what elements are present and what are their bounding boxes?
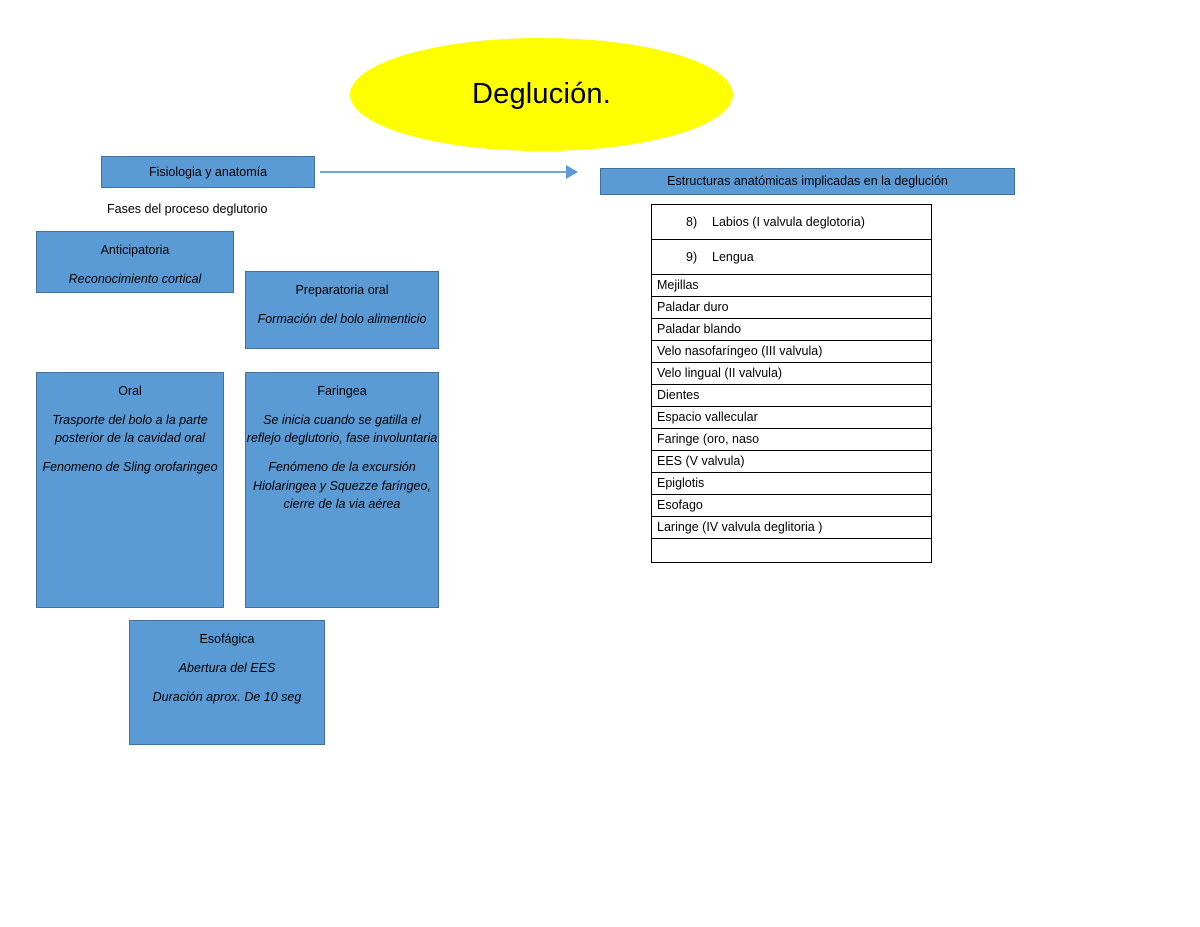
table-cell-text: Paladar blando: [651, 318, 932, 341]
box-preparatoria-line-1: Formación del bolo alimenticio: [257, 312, 427, 327]
table-cell-text: Velo nasofaríngeo (III valvula): [651, 340, 932, 363]
box-esofagica-heading: Esofágica: [199, 632, 255, 646]
table-cell-numbered: 8) Labios (I valvula deglotoria): [651, 204, 932, 240]
table-cell-text: Lengua: [712, 249, 754, 264]
box-fisiologia-label: Fisiologia y anatomía: [148, 164, 268, 179]
box-oral-heading: Oral: [118, 384, 142, 398]
table-cell-text: Labios (I valvula deglotoria): [712, 214, 865, 229]
table-cell-empty: [651, 538, 932, 563]
spacer: [130, 648, 324, 659]
table-row: Paladar duro: [651, 296, 932, 319]
box-oral[interactable]: Oral Trasporte del bolo a la parte poste…: [36, 372, 224, 608]
table-cell-text: Laringe (IV valvula deglitoria ): [651, 516, 932, 539]
box-esofagica[interactable]: Esofágica Abertura del EES Duración apro…: [129, 620, 325, 745]
table-cell-text: Faringe (oro, naso: [651, 428, 932, 451]
spacer: [246, 299, 438, 310]
box-estructuras-label: Estructuras anatómicas implicadas en la …: [667, 174, 948, 189]
box-preparatoria-heading: Preparatoria oral: [295, 283, 389, 297]
table-row: Faringe (oro, naso: [651, 428, 932, 451]
spacer: [246, 447, 438, 458]
spacer: [37, 447, 223, 458]
box-anticipatoria-line-1: Reconocimiento cortical: [68, 272, 202, 287]
box-esofagica-line-1: Abertura del EES: [178, 661, 276, 676]
connector-arrow-head-icon: [566, 165, 578, 179]
table-cell-text: Epiglotis: [651, 472, 932, 495]
table-row: Velo lingual (II valvula): [651, 362, 932, 385]
table-cell-text: Esofago: [651, 494, 932, 517]
box-fisiologia-y-anatomia[interactable]: Fisiologia y anatomía: [101, 156, 315, 188]
table-cell-text: Mejillas: [651, 274, 932, 297]
table-cell-text: Velo lingual (II valvula): [651, 362, 932, 385]
page-title: Deglución.: [471, 78, 612, 110]
title-ellipse: Deglución.: [350, 38, 733, 151]
box-anticipatoria[interactable]: Anticipatoria Reconocimiento cortical: [36, 231, 234, 293]
table-cell-text: Dientes: [651, 384, 932, 407]
table-row: 9) Lengua: [651, 239, 932, 275]
connector-arrow-line: [320, 171, 568, 173]
table-row: Dientes: [651, 384, 932, 407]
box-oral-line-2: Fenomeno de Sling orofaringeo: [42, 460, 218, 475]
table-cell-text: EES (V valvula): [651, 450, 932, 473]
box-estructuras-anatomicas[interactable]: Estructuras anatómicas implicadas en la …: [600, 168, 1015, 195]
table-cell-number: 8): [686, 214, 698, 229]
box-oral-line-1: Trasporte del bolo a la parte posterior …: [52, 413, 208, 446]
table-cell-text: Espacio vallecular: [651, 406, 932, 429]
table-row: Epiglotis: [651, 472, 932, 495]
spacer: [37, 259, 233, 270]
spacer: [246, 400, 438, 411]
table-row: Velo nasofaríngeo (III valvula): [651, 340, 932, 363]
caption-fases-del-proceso: Fases del proceso deglutorio: [107, 202, 268, 216]
box-faringea-heading: Faringea: [317, 384, 367, 398]
box-preparatoria-oral[interactable]: Preparatoria oral Formación del bolo ali…: [245, 271, 439, 349]
table-row: Espacio vallecular: [651, 406, 932, 429]
box-anticipatoria-heading: Anticipatoria: [100, 243, 170, 257]
table-cell-number: 9): [686, 249, 698, 264]
box-faringea-line-1: Se inicia cuando se gatilla el reflejo d…: [246, 413, 438, 446]
box-faringea[interactable]: Faringea Se inicia cuando se gatilla el …: [245, 372, 439, 608]
table-row: 8) Labios (I valvula deglotoria): [651, 204, 932, 240]
table-row: Esofago: [651, 494, 932, 517]
table-row: Paladar blando: [651, 318, 932, 341]
box-esofagica-line-2: Duración aprox. De 10 seg: [152, 690, 302, 705]
spacer: [130, 677, 324, 688]
spacer: [37, 400, 223, 411]
table-row: Mejillas: [651, 274, 932, 297]
table-cell-numbered: 9) Lengua: [651, 239, 932, 275]
table-row: EES (V valvula): [651, 450, 932, 473]
table-cell-text: Paladar duro: [651, 296, 932, 319]
table-row: Laringe (IV valvula deglitoria ): [651, 516, 932, 539]
box-faringea-line-2: Fenómeno de la excursión Hiolaringea y S…: [253, 460, 431, 511]
table-row: [651, 538, 932, 563]
